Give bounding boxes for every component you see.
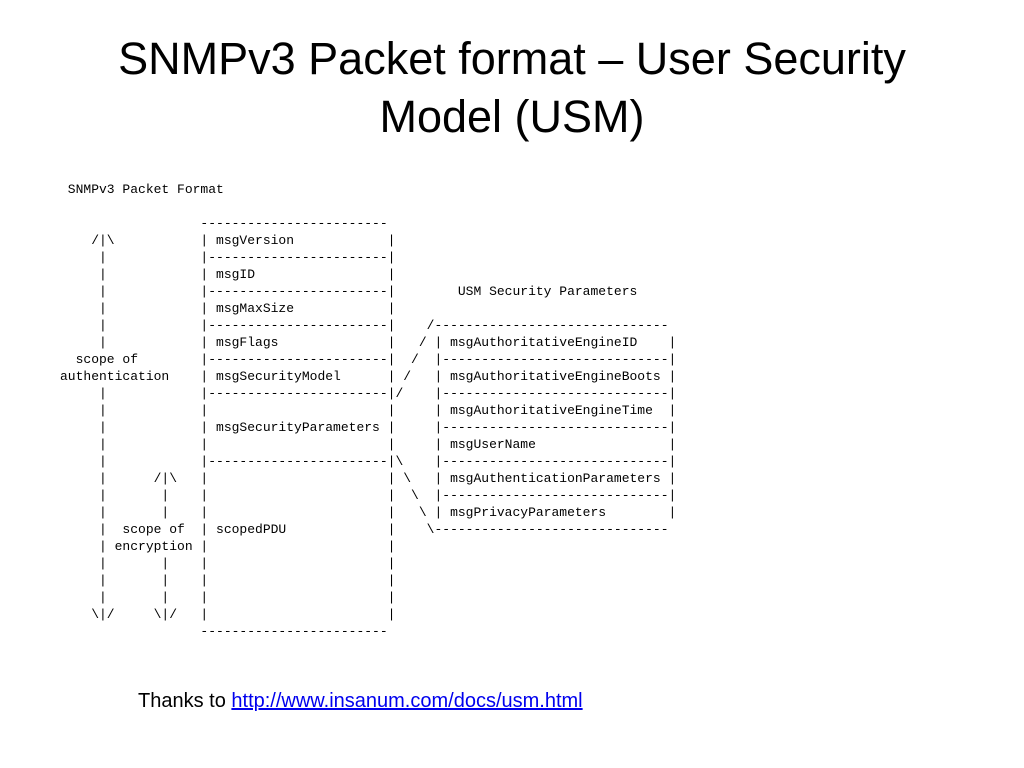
snmpv3-packet-format-diagram: SNMPv3 Packet Format -------------------… (60, 182, 677, 639)
source-link[interactable]: http://www.insanum.com/docs/usm.html (231, 690, 583, 712)
credit-line: Thanks to http://www.insanum.com/docs/us… (138, 690, 583, 713)
title-line-1: SNMPv3 Packet format – User Security (118, 33, 906, 84)
credit-prefix: Thanks to (138, 690, 232, 712)
title-line-2: Model (USM) (379, 91, 645, 142)
slide-title: SNMPv3 Packet format – User Security Mod… (40, 30, 984, 146)
